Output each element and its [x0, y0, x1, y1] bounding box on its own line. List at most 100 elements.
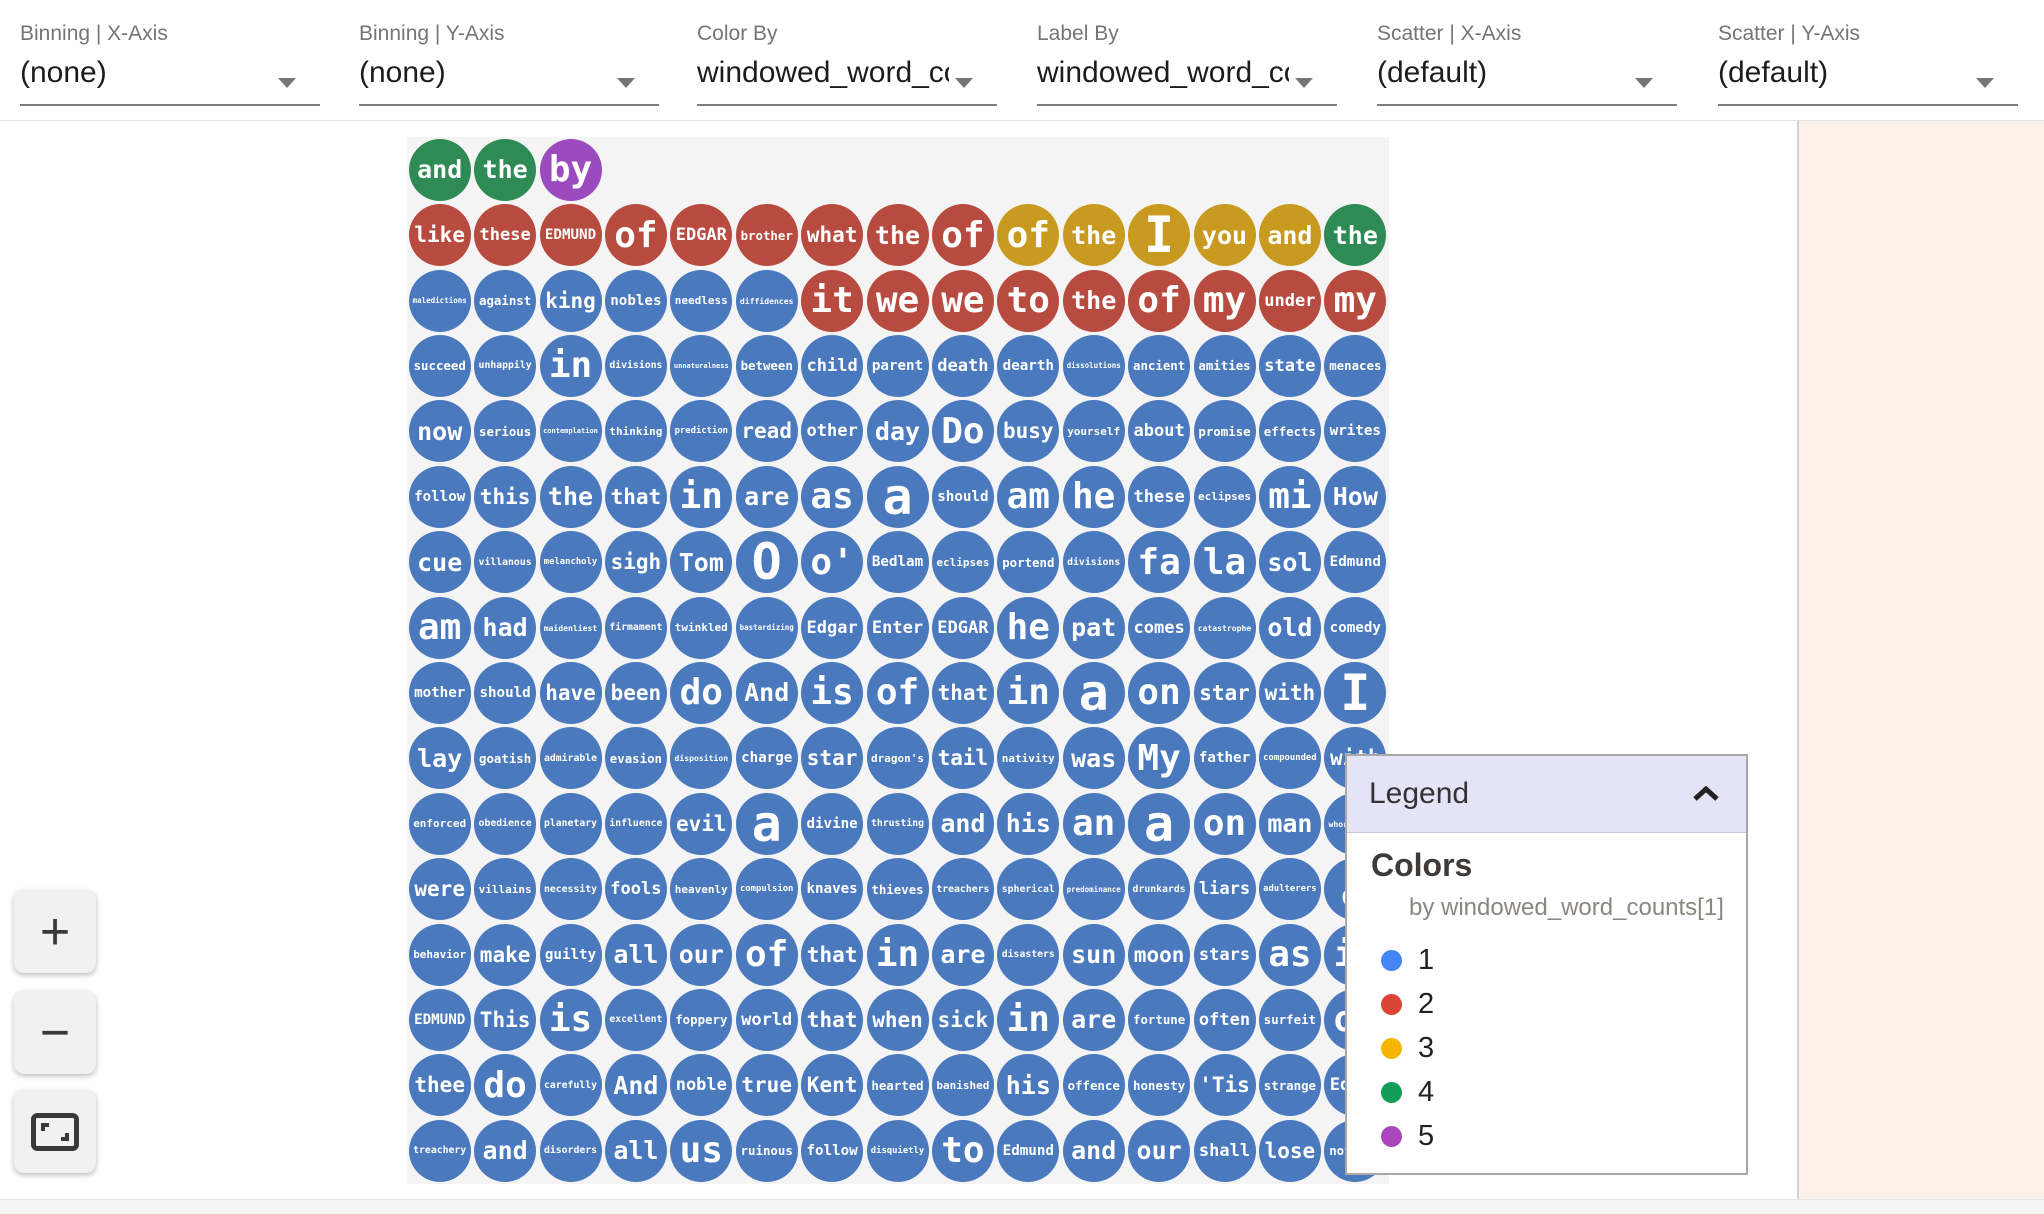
scatter-x-axis-dropdown[interactable]: Scatter | X-Axis (default) — [1377, 0, 1679, 120]
word-bubble[interactable]: of — [604, 204, 667, 267]
dropdown-value[interactable]: (default) — [1718, 56, 1829, 89]
word-bubble[interactable]: spherical — [997, 858, 1060, 921]
word-bubble[interactable]: needless — [670, 269, 733, 332]
word-bubble[interactable]: 'Tis — [1193, 1054, 1256, 1117]
word-bubble[interactable]: Enter — [866, 596, 929, 659]
word-bubble[interactable]: Kent — [801, 1054, 864, 1117]
word-bubble[interactable]: divisions — [1062, 531, 1125, 594]
word-bubble[interactable]: charge — [735, 727, 798, 790]
word-bubble[interactable]: as — [1258, 923, 1321, 986]
word-bubble[interactable]: in — [997, 661, 1060, 724]
word-bubble[interactable]: carefully — [539, 1054, 602, 1117]
word-bubble[interactable]: when — [866, 988, 929, 1051]
word-bubble[interactable]: unnaturalness — [670, 334, 733, 397]
word-bubble[interactable]: the — [539, 465, 602, 528]
word-bubble[interactable]: thinking — [604, 400, 667, 463]
word-bubble[interactable]: it — [801, 269, 864, 332]
word-bubble[interactable]: his — [997, 1054, 1060, 1117]
dropdown-value[interactable]: windowed_word_counts[1] — [697, 56, 949, 89]
word-bubble[interactable]: that — [801, 988, 864, 1051]
word-bubble[interactable]: sick — [931, 988, 994, 1051]
word-bubble[interactable]: guilty — [539, 923, 602, 986]
word-bubble[interactable]: a — [1062, 661, 1125, 724]
word-bubble[interactable]: portend — [997, 531, 1060, 594]
word-bubble[interactable]: dearth — [997, 334, 1060, 397]
word-bubble[interactable]: serious — [474, 400, 537, 463]
word-bubble[interactable]: Edmund — [1324, 531, 1387, 594]
word-bubble[interactable]: disquietly — [866, 1119, 929, 1182]
word-bubble[interactable]: necessity — [539, 858, 602, 921]
word-bubble[interactable]: a — [866, 465, 929, 528]
word-bubble[interactable]: And — [604, 1054, 667, 1117]
binning-x-axis-dropdown[interactable]: Binning | X-Axis (none) — [20, 0, 322, 120]
word-bubble[interactable]: king — [539, 269, 602, 332]
word-bubble[interactable]: do — [670, 661, 733, 724]
word-bubble[interactable]: of — [931, 204, 994, 267]
word-bubble[interactable]: comedy — [1324, 596, 1387, 659]
word-bubble[interactable]: often — [1193, 988, 1256, 1051]
word-bubble[interactable]: we — [866, 269, 929, 332]
word-bubble[interactable]: these — [1128, 465, 1191, 528]
word-bubble[interactable]: by — [539, 138, 602, 201]
word-bubble[interactable]: follow — [408, 465, 471, 528]
word-bubble[interactable]: day — [866, 400, 929, 463]
word-bubble[interactable]: his — [997, 792, 1060, 855]
word-bubble[interactable]: are — [931, 923, 994, 986]
word-bubble[interactable]: catastrophe — [1193, 596, 1256, 659]
word-bubble[interactable]: bastardizing — [735, 596, 798, 659]
word-bubble[interactable]: brother — [735, 204, 798, 267]
word-bubble[interactable]: now — [408, 400, 471, 463]
word-bubble[interactable]: EDGAR — [931, 596, 994, 659]
word-bubble[interactable]: thieves — [866, 858, 929, 921]
word-bubble[interactable]: Do — [931, 400, 994, 463]
word-bubble[interactable]: diffidences — [735, 269, 798, 332]
fit-to-screen-button[interactable] — [14, 1090, 96, 1173]
word-bubble[interactable]: were — [408, 858, 471, 921]
word-bubble[interactable]: shall — [1193, 1119, 1256, 1182]
word-bubble[interactable]: dragon's — [866, 727, 929, 790]
word-bubble[interactable]: disorders — [539, 1119, 602, 1182]
word-bubble[interactable]: comes — [1128, 596, 1191, 659]
word-bubble[interactable]: How — [1324, 465, 1387, 528]
word-bubble[interactable]: and — [408, 138, 471, 201]
word-bubble[interactable]: tail — [931, 727, 994, 790]
word-bubble[interactable]: all — [604, 1119, 667, 1182]
word-bubble[interactable]: O — [735, 531, 798, 594]
word-bubble[interactable]: and — [474, 1119, 537, 1182]
word-bubble[interactable]: that — [801, 923, 864, 986]
word-bubble[interactable]: in — [539, 334, 602, 397]
word-bubble[interactable]: true — [735, 1054, 798, 1117]
word-bubble[interactable]: of — [997, 204, 1060, 267]
word-bubble[interactable]: in — [866, 923, 929, 986]
word-bubble[interactable]: on — [1128, 661, 1191, 724]
word-bubble[interactable]: ruinous — [735, 1119, 798, 1182]
word-bubble[interactable]: child — [801, 334, 864, 397]
word-bubble[interactable]: noble — [670, 1054, 733, 1117]
word-bubble[interactable]: influence — [604, 792, 667, 855]
word-bubble[interactable]: disposition — [670, 727, 733, 790]
word-bubble[interactable]: you — [1193, 204, 1256, 267]
word-bubble[interactable]: liars — [1193, 858, 1256, 921]
word-bubble[interactable]: stars — [1193, 923, 1256, 986]
word-bubble[interactable]: these — [474, 204, 537, 267]
word-bubble[interactable]: goatish — [474, 727, 537, 790]
word-bubble[interactable]: fa — [1128, 531, 1191, 594]
word-bubble[interactable]: cue — [408, 531, 471, 594]
word-bubble[interactable]: evil — [670, 792, 733, 855]
word-bubble[interactable]: mi — [1258, 465, 1321, 528]
word-bubble[interactable]: the — [1062, 204, 1125, 267]
word-bubble[interactable]: with — [1258, 661, 1321, 724]
word-bubble[interactable]: obedience — [474, 792, 537, 855]
word-bubble[interactable]: amities — [1193, 334, 1256, 397]
word-bubble[interactable]: parent — [866, 334, 929, 397]
word-bubble[interactable]: read — [735, 400, 798, 463]
legend-item[interactable]: 5 — [1347, 1114, 1746, 1158]
word-bubble[interactable]: father — [1193, 727, 1256, 790]
legend-item[interactable]: 2 — [1347, 982, 1746, 1026]
word-bubble[interactable]: on — [1193, 792, 1256, 855]
word-bubble[interactable]: dissolutions — [1062, 334, 1125, 397]
word-bubble[interactable]: twinkled — [670, 596, 733, 659]
word-bubble[interactable]: against — [474, 269, 537, 332]
zoom-out-button[interactable]: − — [14, 991, 96, 1074]
